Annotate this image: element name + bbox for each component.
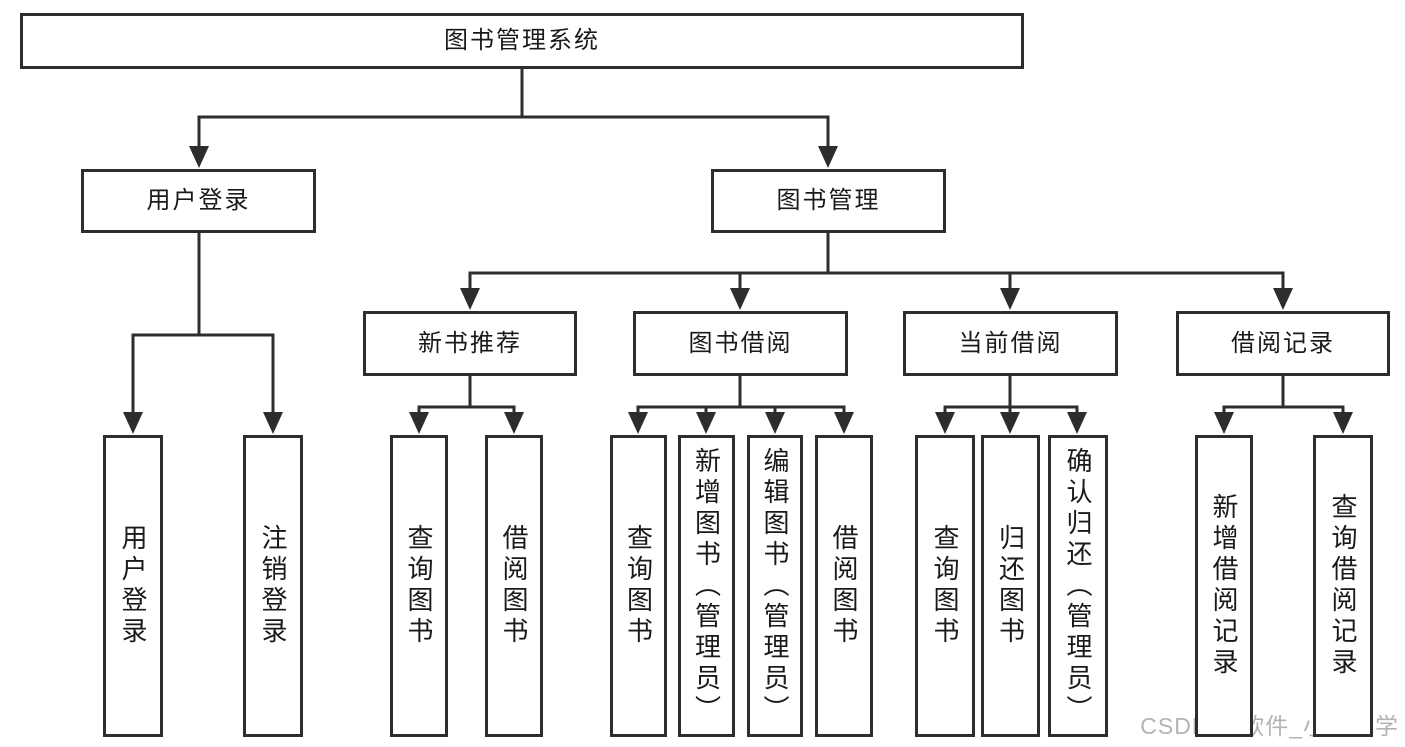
node-root: 图书管理系统 xyxy=(20,13,1024,69)
arrowhead-icon xyxy=(1333,412,1353,434)
node-label-current-borrowing: 当前借阅 xyxy=(958,329,1063,357)
arrowhead-icon xyxy=(1214,412,1234,434)
node-book-management: 图书管理 xyxy=(711,169,946,233)
node-borrow-books-1: 借阅图书 xyxy=(485,435,543,737)
arrowhead-icon xyxy=(263,412,283,434)
node-query-books-1: 查询图书 xyxy=(390,435,448,737)
node-label-query-borrow-record: 查询借阅记录 xyxy=(1328,493,1358,679)
node-edit-books-admin: 编辑图书（管理员） xyxy=(747,435,803,737)
node-label-root: 图书管理系统 xyxy=(444,27,600,54)
node-current-borrowing: 当前借阅 xyxy=(903,311,1118,376)
node-user-login: 用户登录 xyxy=(81,169,316,233)
arrowhead-icon xyxy=(1000,288,1020,310)
node-label-return-books: 归还图书 xyxy=(995,524,1026,648)
node-label-book-borrowing: 图书借阅 xyxy=(688,329,793,357)
node-borrowing-records: 借阅记录 xyxy=(1176,311,1390,376)
arrowhead-icon xyxy=(504,412,524,434)
arrowhead-icon xyxy=(1067,412,1087,434)
node-add-books-admin: 新增图书（管理员） xyxy=(678,435,735,737)
node-label-book-management: 图书管理 xyxy=(776,187,881,214)
node-label-user-login: 用户登录 xyxy=(146,187,251,214)
arrowhead-icon xyxy=(123,412,143,434)
arrowhead-icon xyxy=(1000,412,1020,434)
arrowhead-icon xyxy=(696,412,716,434)
node-label-borrow-books-2: 借阅图书 xyxy=(829,524,859,648)
node-query-books-2: 查询图书 xyxy=(610,435,667,737)
node-label-logout-leaf: 注销登录 xyxy=(258,524,288,648)
node-label-query-books-1: 查询图书 xyxy=(404,524,434,648)
node-query-books-3: 查询图书 xyxy=(915,435,975,737)
node-query-borrow-record: 查询借阅记录 xyxy=(1313,435,1373,737)
arrowhead-icon xyxy=(765,412,785,434)
node-label-user-login-leaf: 用户登录 xyxy=(118,524,148,648)
node-label-borrowing-records: 借阅记录 xyxy=(1231,329,1335,357)
node-add-borrow-record: 新增借阅记录 xyxy=(1195,435,1253,737)
node-label-add-borrow-record: 新增借阅记录 xyxy=(1209,493,1239,679)
node-logout-leaf: 注销登录 xyxy=(243,435,303,737)
arrowhead-icon xyxy=(818,146,838,168)
node-label-confirm-return-admin: 确认归还（管理员） xyxy=(1063,446,1093,726)
arrowhead-icon xyxy=(935,412,955,434)
arrowhead-icon xyxy=(628,412,648,434)
arrowhead-icon xyxy=(189,146,209,168)
node-label-new-book-recommend: 新书推荐 xyxy=(418,329,522,357)
arrowhead-icon xyxy=(730,288,750,310)
arrowhead-icon xyxy=(409,412,429,434)
arrowhead-icon xyxy=(834,412,854,434)
node-label-edit-books-admin: 编辑图书（管理员） xyxy=(760,446,790,726)
node-label-query-books-3: 查询图书 xyxy=(930,524,960,648)
arrowhead-icon xyxy=(460,288,480,310)
node-new-book-recommend: 新书推荐 xyxy=(363,311,577,376)
node-return-books: 归还图书 xyxy=(981,435,1040,737)
node-label-query-books-2: 查询图书 xyxy=(623,524,654,648)
node-book-borrowing: 图书借阅 xyxy=(633,311,848,376)
node-confirm-return-admin: 确认归还（管理员） xyxy=(1048,435,1108,737)
arrowhead-icon xyxy=(1273,288,1293,310)
node-label-borrow-books-1: 借阅图书 xyxy=(499,524,529,648)
node-user-login-leaf: 用户登录 xyxy=(103,435,163,737)
node-borrow-books-2: 借阅图书 xyxy=(815,435,873,737)
node-label-add-books-admin: 新增图书（管理员） xyxy=(691,446,722,726)
